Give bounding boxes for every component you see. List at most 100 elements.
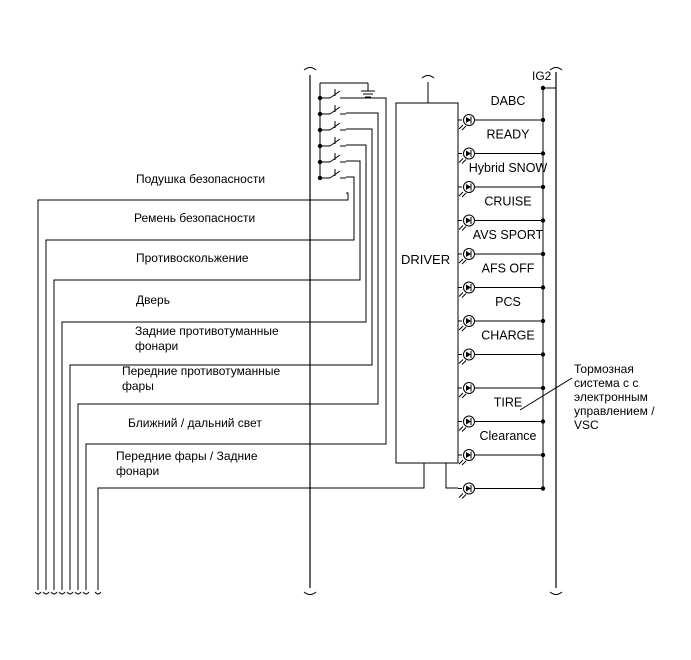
indicator-row: CHARGE (458, 329, 546, 365)
wire-break (50, 591, 58, 595)
ig2-junction (540, 85, 546, 91)
input-wire (85, 97, 387, 590)
bus-break-top (303, 67, 317, 71)
indicator-label: Clearance (480, 429, 537, 443)
led-icon (458, 181, 475, 198)
input-wire (97, 463, 425, 590)
indicator-label: AFS OFF (482, 262, 535, 276)
input-circuit: Ремень безопасности (42, 176, 355, 595)
rail-junction (540, 452, 546, 458)
wire-break (34, 591, 42, 595)
rail-junction (540, 385, 546, 391)
rail-junction (540, 285, 546, 290)
indicator-leds: DABC READY Hybrid SNOW CRUISE AVS SPORT AFS O… (458, 94, 547, 499)
switch-contact (317, 169, 346, 181)
ig2-break-top (549, 67, 563, 71)
led-icon (458, 482, 475, 499)
wire-break (82, 591, 90, 595)
led-icon (458, 281, 475, 298)
rail-junction (540, 151, 546, 156)
callout-leader (519, 377, 573, 411)
driver-box (395, 102, 459, 464)
wire-break (42, 591, 50, 595)
indicator-label: CHARGE (481, 329, 534, 343)
indicator-label: TIRE (494, 396, 522, 410)
driver-output-wire (445, 463, 458, 489)
indicator-row: PCS (458, 295, 546, 332)
indicator-row: Hybrid SNOW (458, 161, 548, 198)
input-circuit: Противоскольжение (50, 160, 361, 595)
wire-break (58, 591, 66, 595)
indicator-row: Clearance (458, 429, 546, 466)
rail-junction (540, 419, 546, 424)
indicator-label: PCS (495, 295, 521, 309)
input-wire (61, 144, 367, 590)
input-label: Подушка безопасности (136, 172, 265, 186)
rail-junction (540, 184, 546, 190)
input-circuit: Подушка безопасности (34, 172, 349, 595)
rail-junction (540, 318, 546, 324)
indicator-row: DABC (458, 94, 546, 131)
switch-contact (317, 153, 346, 165)
wire-break (74, 591, 82, 595)
rail-junction (540, 352, 546, 357)
wire-break (66, 591, 74, 595)
switch-contact (317, 105, 346, 117)
rail-junction (540, 251, 546, 257)
indicator-label: AVS SPORT (473, 228, 544, 242)
indicator-label: DABC (491, 94, 526, 108)
driver-top-break (421, 75, 435, 79)
input-circuit: Ближний / дальний свет (82, 97, 387, 595)
input-label: Противоскольжение (136, 251, 249, 265)
rail-junction (540, 486, 546, 491)
power-label: IG2 (532, 69, 552, 83)
ig2-break-bottom (549, 591, 563, 595)
input-label: Ближний / дальний свет (128, 416, 262, 430)
rail-junction (540, 117, 546, 123)
led-icon (458, 248, 475, 265)
indicator-row: TIRE (458, 396, 546, 432)
switch-contact (317, 89, 346, 101)
bus-break-bottom (303, 591, 317, 595)
input-label: Дверь (136, 293, 170, 307)
led-icon (458, 114, 475, 131)
indicator-row: CRUISE (458, 195, 546, 231)
input-wire (53, 160, 361, 590)
input-wire (69, 128, 373, 590)
input-wire (45, 176, 355, 590)
indicator-label: READY (486, 128, 530, 142)
wire-break (94, 591, 102, 595)
input-wire (77, 112, 379, 590)
input-circuit: Дверь (58, 144, 367, 595)
led-icon (458, 315, 475, 332)
indicator-row: AVS SPORT (458, 228, 546, 265)
input-label: Ремень безопасности (134, 211, 255, 225)
driver-label: DRIVER (401, 252, 450, 267)
switch-block (317, 82, 375, 181)
switch-contact (317, 137, 346, 149)
indicator-row (458, 382, 546, 399)
indicator-row (458, 482, 546, 499)
indicator-label: Hybrid SNOW (469, 161, 548, 175)
input-wire (37, 192, 349, 590)
indicator-row: AFS OFF (458, 262, 546, 298)
led-icon (458, 449, 475, 466)
led-icon (458, 147, 475, 164)
indicator-row: READY (458, 128, 546, 164)
led-icon (458, 415, 475, 432)
indicator-label: CRUISE (484, 195, 531, 209)
ground-icon (361, 90, 375, 98)
led-icon (458, 382, 475, 399)
led-icon (458, 348, 475, 365)
rail-junction (540, 218, 546, 223)
switch-contact (317, 121, 346, 133)
